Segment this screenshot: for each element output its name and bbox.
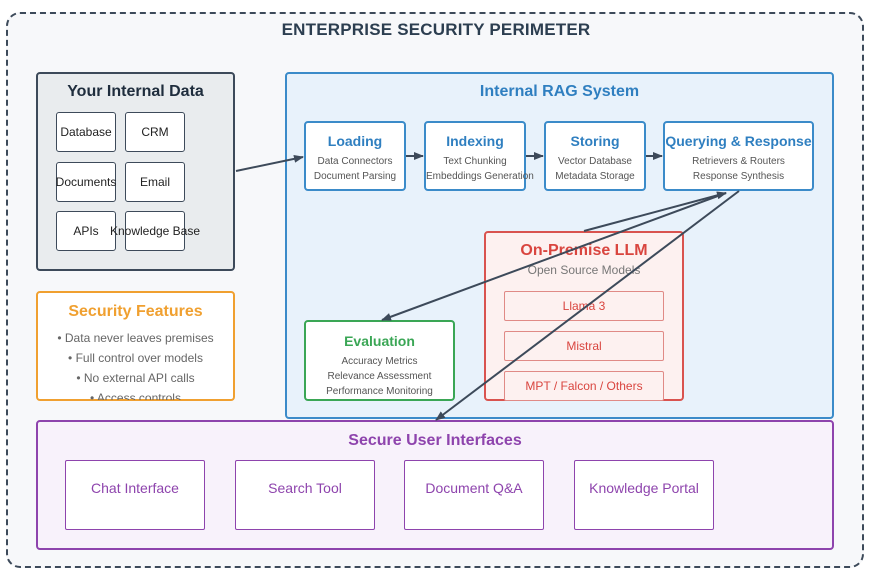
model-others: MPT / Falcon / Others — [504, 371, 664, 401]
source-database: Database — [56, 112, 116, 152]
interface-knowledge-portal: Knowledge Portal — [574, 460, 714, 530]
security-features-title: Security Features — [68, 303, 203, 320]
interface-search: Search Tool — [235, 460, 375, 530]
security-item: • No external API calls — [76, 371, 195, 385]
security-item: • Access controls — [90, 391, 181, 400]
stage-loading-line: Data Connectors — [317, 156, 393, 167]
evaluation-panel: Evaluation Accuracy Metrics Relevance As… — [304, 320, 455, 401]
stage-storing-line: Metadata Storage — [555, 171, 635, 182]
security-features-panel: Security Features • Data never leaves pr… — [36, 291, 235, 401]
evaluation-line: Performance Monitoring — [326, 386, 433, 397]
diagram-title: ENTERPRISE SECURITY PERIMETER — [281, 20, 591, 39]
stage-indexing-line: Text Chunking — [443, 156, 507, 167]
llm-subtitle: Open Source Models — [527, 263, 641, 277]
source-knowledge-base: Knowledge Base — [110, 211, 200, 251]
stage-indexing-title: Indexing — [446, 133, 504, 149]
stage-querying-line: Response Synthesis — [692, 171, 785, 182]
evaluation-line: Accuracy Metrics — [341, 356, 418, 367]
stage-storing-title: Storing — [570, 133, 620, 149]
evaluation-title: Evaluation — [344, 333, 415, 349]
internal-data-title: Your Internal Data — [67, 83, 204, 100]
evaluation-line: Relevance Assessment — [327, 371, 432, 382]
llm-title: On-Premise LLM — [520, 242, 648, 259]
stage-querying-line: Retrievers & Routers — [692, 156, 785, 167]
stage-loading-title: Loading — [327, 133, 383, 149]
interface-document-qa: Document Q&A — [404, 460, 544, 530]
model-llama: Llama 3 — [504, 291, 664, 321]
stage-loading: Loading Data Connectors Document Parsing — [304, 121, 406, 191]
source-crm: CRM — [125, 112, 185, 152]
model-mistral: Mistral — [504, 331, 664, 361]
stage-indexing-line: Embeddings Generation — [426, 171, 534, 182]
stage-querying-title: Querying & Response — [665, 133, 812, 149]
source-email: Email — [125, 162, 185, 202]
security-item: • Full control over models — [68, 351, 203, 365]
interface-chat: Chat Interface — [65, 460, 205, 530]
stage-storing: Storing Vector Database Metadata Storage — [544, 121, 646, 191]
rag-system-title: Internal RAG System — [479, 83, 640, 100]
source-apis: APIs — [56, 211, 116, 251]
source-documents: Documents — [56, 162, 116, 202]
stage-loading-line: Document Parsing — [313, 171, 397, 182]
stage-indexing: Indexing Text Chunking Embeddings Genera… — [424, 121, 534, 191]
stage-querying: Querying & Response Retrievers & Routers… — [663, 121, 814, 191]
user-interfaces-title: Secure User Interfaces — [348, 432, 522, 449]
security-item: • Data never leaves premises — [57, 331, 214, 345]
stage-storing-line: Vector Database — [558, 156, 632, 167]
